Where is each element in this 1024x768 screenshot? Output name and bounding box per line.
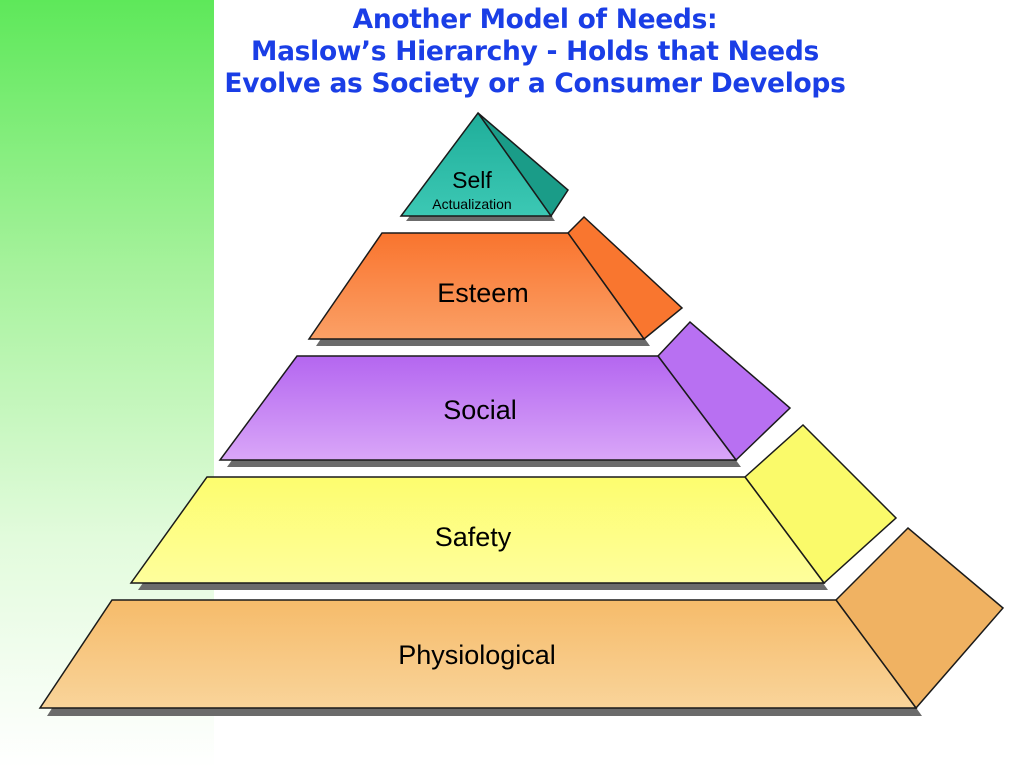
slide-title: Another Model of Needs: Maslow’s Hierarc…: [100, 4, 970, 100]
level-self-actualization: [399, 111, 569, 221]
title-line-2: Maslow’s Hierarchy - Holds that Needs: [251, 36, 819, 67]
social-label: Social: [443, 395, 517, 425]
physiological-label: Physiological: [398, 640, 556, 670]
level-physiological: [38, 526, 1005, 716]
self-label: Self: [452, 167, 492, 193]
social-front: [218, 355, 738, 461]
title-line-3: Evolve as Society or a Consumer Develops: [224, 68, 846, 99]
safety-front: [129, 476, 826, 584]
self-sublabel: Actualization: [432, 196, 511, 212]
physiological-front: [38, 599, 918, 709]
self-front: [399, 111, 553, 217]
safety-label: Safety: [435, 522, 512, 552]
title-line-1: Another Model of Needs:: [352, 4, 718, 35]
level-social: [218, 320, 792, 467]
esteem-label: Esteem: [437, 278, 529, 308]
esteem-front: [307, 232, 646, 340]
level-esteem: [307, 215, 684, 346]
level-safety: [129, 423, 898, 590]
